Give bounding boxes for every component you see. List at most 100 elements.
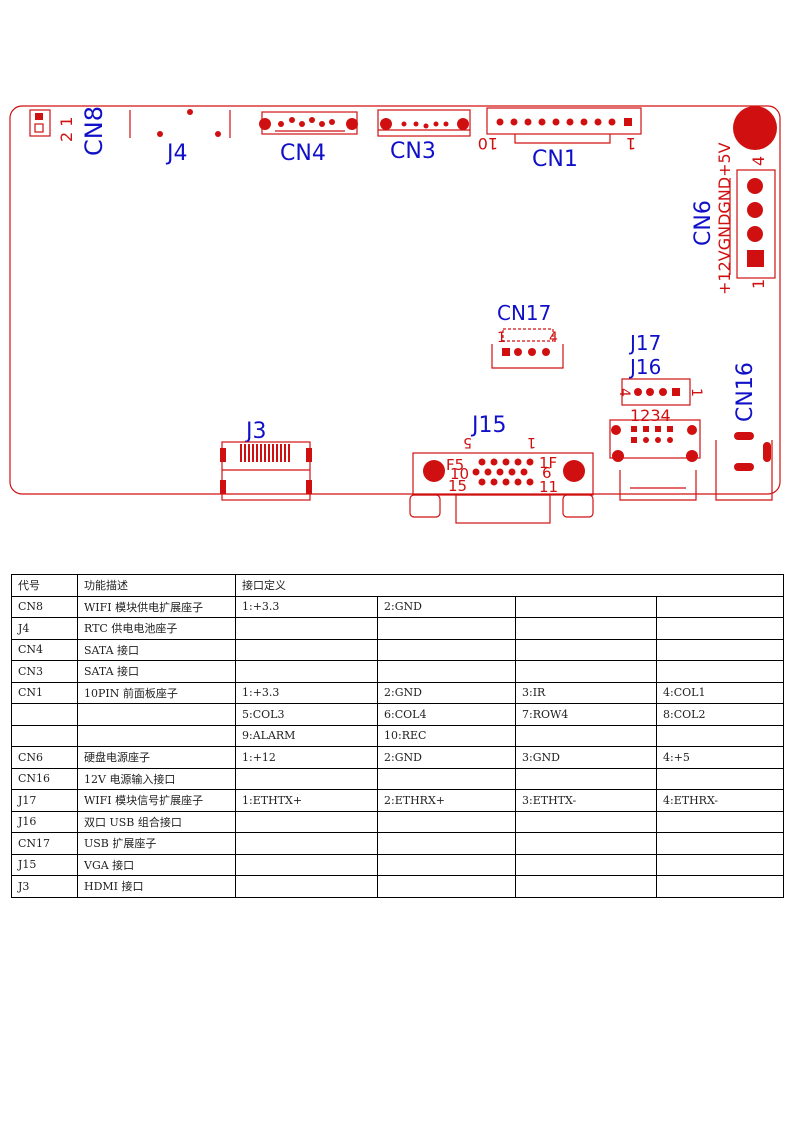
- table-cell: [235, 617, 378, 640]
- j3-connector: J3: [220, 419, 312, 501]
- table-cell: [515, 595, 657, 618]
- j15-pin-15: 15: [448, 477, 467, 495]
- table-cell: CN17: [11, 832, 78, 855]
- cn1-pin-1: 1: [626, 134, 636, 153]
- cn8-connector: 2 1 CN8: [29, 106, 108, 156]
- table-cell: [656, 875, 784, 898]
- table-cell: [235, 660, 378, 683]
- cn4-label: CN4: [280, 141, 326, 166]
- table-cell: CN3: [11, 660, 78, 683]
- cn1-pin-10: 10: [478, 134, 498, 153]
- table-cell: [656, 810, 784, 833]
- cn4-connector: CN4: [259, 111, 358, 166]
- table-cell: 9:ALARM: [235, 724, 378, 747]
- j15-pin-11: 11: [539, 478, 558, 496]
- cn17-connector: CN17 1 4: [491, 301, 564, 369]
- j15-connector: J15 5 1 F5 10 15 1F 6 11: [409, 413, 594, 524]
- table-cell: [377, 810, 516, 833]
- cn8-pin-numbers: 2 1: [57, 117, 76, 142]
- table-cell: [515, 875, 657, 898]
- j15-pin-6: 6: [542, 464, 552, 482]
- j15-pin-1f: 1F: [539, 454, 557, 472]
- j15-pin-f5: F5: [446, 456, 464, 474]
- table-cell: [515, 617, 657, 640]
- table-cell: WIFI 模块信号扩展座子: [77, 789, 236, 812]
- cn16-connector: CN16: [715, 362, 773, 501]
- j15-pin-5: 5: [463, 434, 472, 450]
- table-cell: 5:COL3: [235, 703, 378, 726]
- table-cell: 1:ETHTX+: [235, 789, 378, 812]
- j17-label: J17: [628, 331, 661, 355]
- table-cell: [377, 767, 516, 790]
- table-cell: 7:ROW4: [515, 703, 657, 726]
- table-cell: [656, 853, 784, 876]
- table-cell: [77, 703, 236, 726]
- table-cell: SATA 接口: [77, 660, 236, 683]
- table-cell: 3:IR: [515, 681, 657, 704]
- table-cell: VGA 接口: [77, 853, 236, 876]
- table-cell: 1:+12: [235, 746, 378, 769]
- table-cell: 10:REC: [377, 724, 516, 747]
- table-cell: [377, 617, 516, 640]
- table-cell: CN16: [11, 767, 78, 790]
- table-cell: [656, 724, 784, 747]
- table-cell: 4:ETHRX-: [656, 789, 784, 812]
- table-cell: [656, 617, 784, 640]
- table-cell: [235, 832, 378, 855]
- j17-pin-1: 1: [688, 388, 704, 397]
- table-cell: [377, 875, 516, 898]
- table-cell: 8:COL2: [656, 703, 784, 726]
- table-cell: [11, 724, 78, 747]
- table-cell: [377, 853, 516, 876]
- table-cell: 2:GND: [377, 595, 516, 618]
- table-cell: J3: [11, 875, 78, 898]
- table-cell: [235, 638, 378, 661]
- j17-j16-connectors: J17 J16 4 1 1234: [609, 331, 704, 501]
- table-cell: [515, 660, 657, 683]
- cn6-label: CN6: [691, 200, 716, 246]
- cn6-signal-names: +12VGNDGND+5V: [715, 142, 734, 295]
- table-cell: [656, 660, 784, 683]
- table-cell: [235, 767, 378, 790]
- j15-pin-10: 10: [450, 465, 469, 483]
- table-cell: 12V 电源输入接口: [77, 767, 236, 790]
- j15-pins: [472, 458, 534, 486]
- table-cell: WIFI 模块供电扩展座子: [77, 595, 236, 618]
- pcb-layout-diagram: 2 1 CN8 J4 CN4 CN3: [9, 105, 781, 524]
- cn6-pin-1: 1: [749, 279, 768, 289]
- table-cell: J15: [11, 853, 78, 876]
- table-cell: J17: [11, 789, 78, 812]
- j3-label: J3: [244, 419, 267, 444]
- table-cell: [515, 767, 657, 790]
- table-cell: 3:ETHTX-: [515, 789, 657, 812]
- header-interface-definition: 接口定义: [235, 574, 784, 597]
- table-cell: 1:+3.3: [235, 595, 378, 618]
- table-cell: [656, 638, 784, 661]
- table-cell: 10PIN 前面板座子: [77, 681, 236, 704]
- table-cell: 3:GND: [515, 746, 657, 769]
- cn6-connector: 4 1 +12VGNDGND+5V CN6: [691, 142, 776, 295]
- j16-pin-numbers: 1234: [630, 406, 671, 425]
- board-outline: [9, 105, 781, 495]
- table-cell: CN4: [11, 638, 78, 661]
- table-cell: [235, 853, 378, 876]
- j17-pin-4: 4: [616, 388, 632, 397]
- cn1-label: CN1: [532, 147, 578, 172]
- cn17-pin-1: 1: [497, 330, 506, 346]
- table-cell: [515, 638, 657, 661]
- table-cell: [377, 832, 516, 855]
- table-cell: USB 扩展座子: [77, 832, 236, 855]
- j3-pins: [240, 444, 290, 462]
- table-cell: [656, 832, 784, 855]
- table-cell: SATA 接口: [77, 638, 236, 661]
- header-function: 功能描述: [77, 574, 236, 597]
